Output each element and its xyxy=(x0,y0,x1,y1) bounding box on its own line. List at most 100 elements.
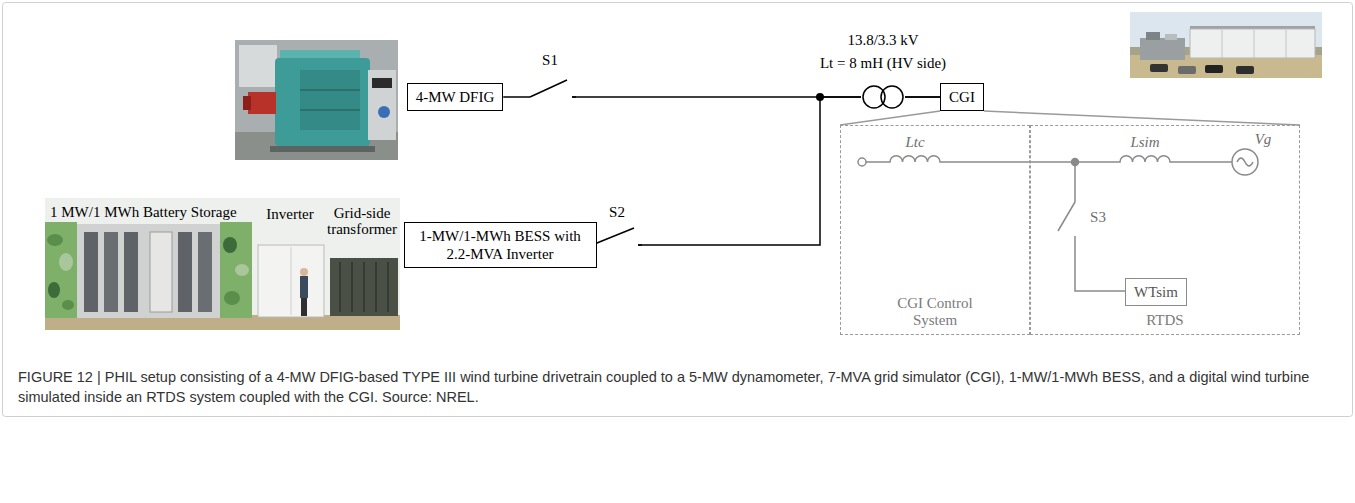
node-text: RTDS xyxy=(1146,312,1183,329)
switch-label: S1 xyxy=(542,52,558,69)
test-site-photo-part xyxy=(1165,34,1177,40)
battery-site-photo-part xyxy=(375,262,377,312)
dfig-photo-part xyxy=(275,58,370,146)
battery-site-photo-part xyxy=(235,264,249,276)
grid-circuit-part xyxy=(858,158,866,166)
switch-symbol-part xyxy=(592,228,634,245)
battery-site-photo-part xyxy=(223,237,237,253)
battery-site-photo-part xyxy=(258,245,324,317)
dfig-photo-part xyxy=(300,109,360,111)
grid-circuit xyxy=(858,149,1258,291)
battery-site-photo-part xyxy=(47,234,63,246)
test-site-photo-part xyxy=(1146,32,1160,40)
grid-simulator-box: CGI xyxy=(940,83,984,111)
test-site-photo-part xyxy=(1254,30,1255,58)
junction-dot xyxy=(816,93,824,101)
battery-site-photo-part xyxy=(178,232,192,312)
switch-symbol xyxy=(592,228,642,249)
battery-site-photo-part xyxy=(220,222,252,318)
photo-label: Grid-side transformer xyxy=(322,205,402,238)
grid-circuit-part xyxy=(1074,162,1076,202)
control-region: CGI Control System xyxy=(840,125,1030,335)
dfig-photo-part xyxy=(235,40,398,160)
voltage-rating: 13.8/3.3 kV xyxy=(847,32,918,49)
grid-circuit-part xyxy=(1237,158,1253,166)
battery-site-photo-part xyxy=(124,232,138,312)
node-text: 1-MW/1-MWh BESS with 2.2-MVA Inverter xyxy=(413,227,588,263)
dfig-photo xyxy=(235,40,398,160)
dfig-photo-part xyxy=(248,92,276,114)
node-text: 4-MW DFIG xyxy=(416,88,494,106)
battery-site-photo-part xyxy=(198,232,212,312)
test-site-photo-part xyxy=(1190,29,1315,58)
battery-site-photo-part xyxy=(104,232,118,312)
battery-site-photo-part xyxy=(59,253,73,271)
transformer-symbol-part xyxy=(861,93,905,101)
switch-symbol xyxy=(530,80,576,101)
battery-site-photo-part xyxy=(291,247,292,315)
rtds-region: RTDS WTsim xyxy=(1030,125,1300,335)
storage-box: 1-MW/1-MWh BESS with 2.2-MVA Inverter xyxy=(404,222,597,268)
battery-site-photo-part xyxy=(62,300,74,310)
switch-label: S2 xyxy=(609,204,625,221)
switch-label: S3 xyxy=(1090,209,1106,226)
transformer-symbol xyxy=(861,86,905,108)
battery-site-photo-part xyxy=(224,291,240,305)
dfig-photo-part xyxy=(300,70,360,130)
battery-site-photo-part xyxy=(45,222,77,318)
battery-site-photo-part xyxy=(301,298,307,316)
switch-symbol-part xyxy=(530,80,567,97)
dfig-photo-part xyxy=(372,78,392,88)
zoom-line xyxy=(840,111,940,125)
inductor-label: Ltc xyxy=(905,134,924,151)
test-site-photo-part xyxy=(1222,30,1223,58)
battery-site-photo-part xyxy=(330,258,398,316)
grid-circuit-part xyxy=(1058,202,1075,231)
turbine-model-box: WTsim xyxy=(1125,278,1187,306)
battery-site-photo-part xyxy=(300,276,308,298)
inductance-label: Lt = 8 mH (HV side) xyxy=(820,55,946,72)
test-site-photo-part xyxy=(1236,66,1254,74)
battery-site-photo-part xyxy=(387,262,389,312)
node-text: CGI xyxy=(949,88,975,106)
battery-site-photo-part xyxy=(300,268,308,276)
photo-label: Inverter xyxy=(266,206,313,223)
battery-site-photo-part xyxy=(339,262,341,312)
node-text: WTsim xyxy=(1134,283,1178,301)
grid-circuit-part xyxy=(866,156,1232,162)
figure-caption: FIGURE 12 | PHIL setup consisting of a 4… xyxy=(18,368,1336,407)
test-site-photo-part xyxy=(1140,38,1185,60)
zoom-line xyxy=(984,111,1300,125)
photo-label: 1 MW/1 MWh Battery Storage xyxy=(50,204,237,221)
dfig-photo-part xyxy=(368,70,396,140)
test-site-photo-part xyxy=(1130,12,1322,78)
grid-circuit-part xyxy=(1075,236,1126,291)
switch-symbol-part xyxy=(572,96,576,98)
power-line xyxy=(597,97,941,245)
test-site-photo-part xyxy=(1178,66,1196,74)
test-site-photo-part xyxy=(1150,64,1168,72)
battery-site-photo-part xyxy=(351,262,353,312)
figure-frame xyxy=(3,3,1353,417)
dfig-photo-part xyxy=(300,89,360,91)
test-site-photo-part xyxy=(1286,30,1287,58)
transformer-symbol-part xyxy=(881,86,903,108)
grid-circuit-part xyxy=(1232,149,1258,175)
test-site-photo xyxy=(1130,12,1322,78)
dfig-photo-part xyxy=(270,146,375,152)
dfig-photo-part xyxy=(239,45,277,87)
test-site-photo-part xyxy=(1205,65,1223,73)
inductor-label: Lsim xyxy=(1130,134,1159,151)
battery-site-photo-part xyxy=(77,224,220,318)
battery-site-photo-part xyxy=(150,232,172,312)
battery-site-photo-part xyxy=(84,232,98,312)
generator-box: 4-MW DFIG xyxy=(407,83,503,111)
battery-site-photo-part xyxy=(48,282,60,298)
battery-site-photo-part xyxy=(363,262,365,312)
dfig-photo-part xyxy=(378,106,390,118)
source-label: Vg xyxy=(1255,131,1272,148)
